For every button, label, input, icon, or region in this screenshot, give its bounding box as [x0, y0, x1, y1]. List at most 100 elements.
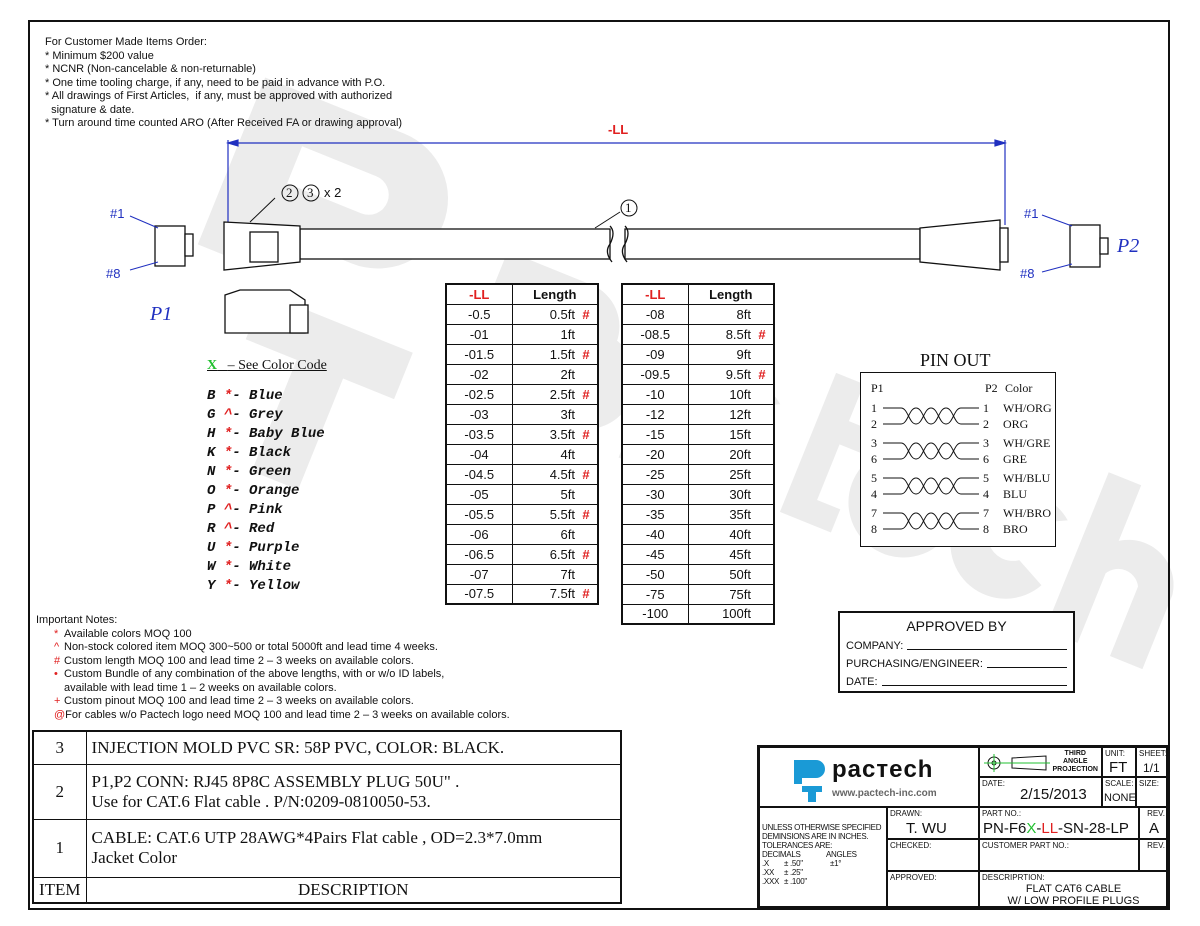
- dimension-label: -LL: [608, 122, 629, 137]
- color-code-item: N *- Green: [207, 464, 292, 480]
- date-value: 2/15/2013: [1020, 786, 1087, 803]
- p1-pin8-label: #8: [106, 266, 121, 281]
- p1-pin: 3: [871, 436, 877, 450]
- balloon-3: 3: [307, 185, 314, 200]
- color-code-item: W *- White: [207, 559, 292, 575]
- wire-color: WH/ORG: [1003, 401, 1052, 415]
- p1-pin: 5: [871, 471, 877, 485]
- p2-pin: 5: [983, 471, 989, 485]
- signature-line[interactable]: [986, 667, 1067, 668]
- logo-text: pacтech: [832, 756, 934, 783]
- p1-pin: 2: [871, 417, 877, 431]
- p2-pin: 2: [983, 417, 989, 431]
- third-angle-projection-icon: [984, 754, 1050, 772]
- approval-field[interactable]: COMPANY:: [846, 634, 1073, 652]
- p2-pin: 6: [983, 452, 989, 466]
- important-notes: Important Notes: *Available colors MOQ 1…: [36, 614, 510, 722]
- p1-pin: 6: [871, 452, 877, 466]
- important-note: @For cables w/o Pactech logo need MOQ 10…: [54, 708, 510, 721]
- pinout-color-header: Color: [1005, 381, 1033, 395]
- important-notes-title: Important Notes:: [36, 614, 118, 626]
- approval-box: APPROVED BY COMPANY:PURCHASING/ENGINEER:…: [838, 611, 1075, 693]
- color-code-item: H *- Baby Blue: [207, 426, 325, 442]
- wire-color: BRO: [1003, 522, 1028, 536]
- order-note: * All drawings of First Articles, if any…: [45, 90, 393, 102]
- signature-line[interactable]: [907, 649, 1067, 650]
- part-no-label: PART NO.:: [982, 809, 1022, 818]
- important-note: *Available colors MOQ 100: [54, 627, 192, 640]
- color-code-item: B *- Blue: [207, 388, 283, 404]
- p1-pin1-label: #1: [110, 206, 125, 221]
- p1-label: P1: [150, 303, 173, 325]
- p1-pin: 4: [871, 487, 877, 501]
- size-label: SIZE:: [1139, 779, 1160, 788]
- order-note: signature & date.: [45, 103, 135, 116]
- pinout-p2-header: P2: [985, 381, 998, 395]
- p2-label: P2: [1117, 235, 1140, 257]
- pinout-p1-header: P1: [871, 381, 884, 395]
- tolerance-row: .XX± .25": [762, 868, 803, 877]
- wire-color: WH/GRE: [1003, 436, 1051, 450]
- balloon-2: 2: [286, 185, 293, 200]
- scale-value: NONE: [1104, 792, 1136, 804]
- important-note: ^Non-stock colored item MOQ 300~500 or t…: [54, 641, 438, 653]
- important-note: •Custom Bundle of any combination of the…: [54, 668, 445, 680]
- wire-color: WH/BRO: [1003, 506, 1051, 520]
- p2-pin: 1: [983, 401, 989, 415]
- approval-field[interactable]: PURCHASING/ENGINEER:: [846, 652, 1073, 670]
- pactech-logo-icon: [794, 760, 825, 802]
- balloon-multiplier: x 2: [324, 185, 342, 200]
- wire-color: WH/BLU: [1003, 471, 1051, 485]
- wire-color: ORG: [1003, 417, 1029, 431]
- p2-pin: 8: [983, 522, 989, 536]
- tolerance-note: UNLESS OTHERWISE SPECIFIED: [762, 823, 882, 832]
- order-note: * Minimum $200 value: [45, 49, 154, 62]
- wire-color: BLU: [1003, 487, 1027, 501]
- color-code-item: K *- Black: [207, 445, 292, 461]
- approval-field[interactable]: DATE:: [846, 670, 1073, 688]
- signature-line[interactable]: [881, 685, 1067, 686]
- order-note: * NCNR (Non-cancelable & non-returnable): [45, 63, 256, 75]
- order-note: * Turn around time counted ARO (After Re…: [45, 117, 403, 129]
- order-notes-title: For Customer Made Items Order:: [45, 36, 207, 48]
- part-number: PN-F6X-LL-SN-28-LP: [983, 820, 1129, 837]
- unit-value: FT: [1109, 759, 1128, 776]
- p1-pin: 7: [871, 506, 877, 520]
- description-label: DESCRIPRTION:: [982, 873, 1045, 882]
- tolerance-row: .XXX± .100": [762, 877, 807, 886]
